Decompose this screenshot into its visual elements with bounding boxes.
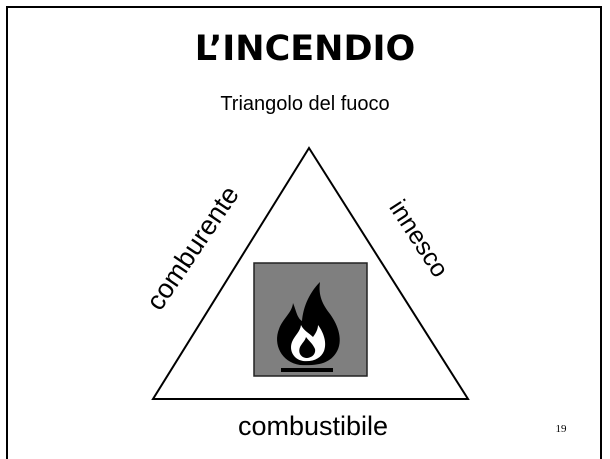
label-combustibile: combustibile <box>238 411 388 441</box>
flame-base <box>281 368 333 372</box>
triangle-outline <box>151 146 470 400</box>
slide-frame <box>6 6 602 459</box>
label-comburente: comburente <box>140 180 245 315</box>
page-number: 19 <box>555 423 567 435</box>
flame-icon <box>253 262 368 377</box>
slide-subtitle: Triangolo del fuoco <box>220 93 390 115</box>
slide-title: L’INCENDIO <box>194 29 416 69</box>
flame-core <box>299 337 316 358</box>
label-innesco: innesco <box>384 195 454 283</box>
